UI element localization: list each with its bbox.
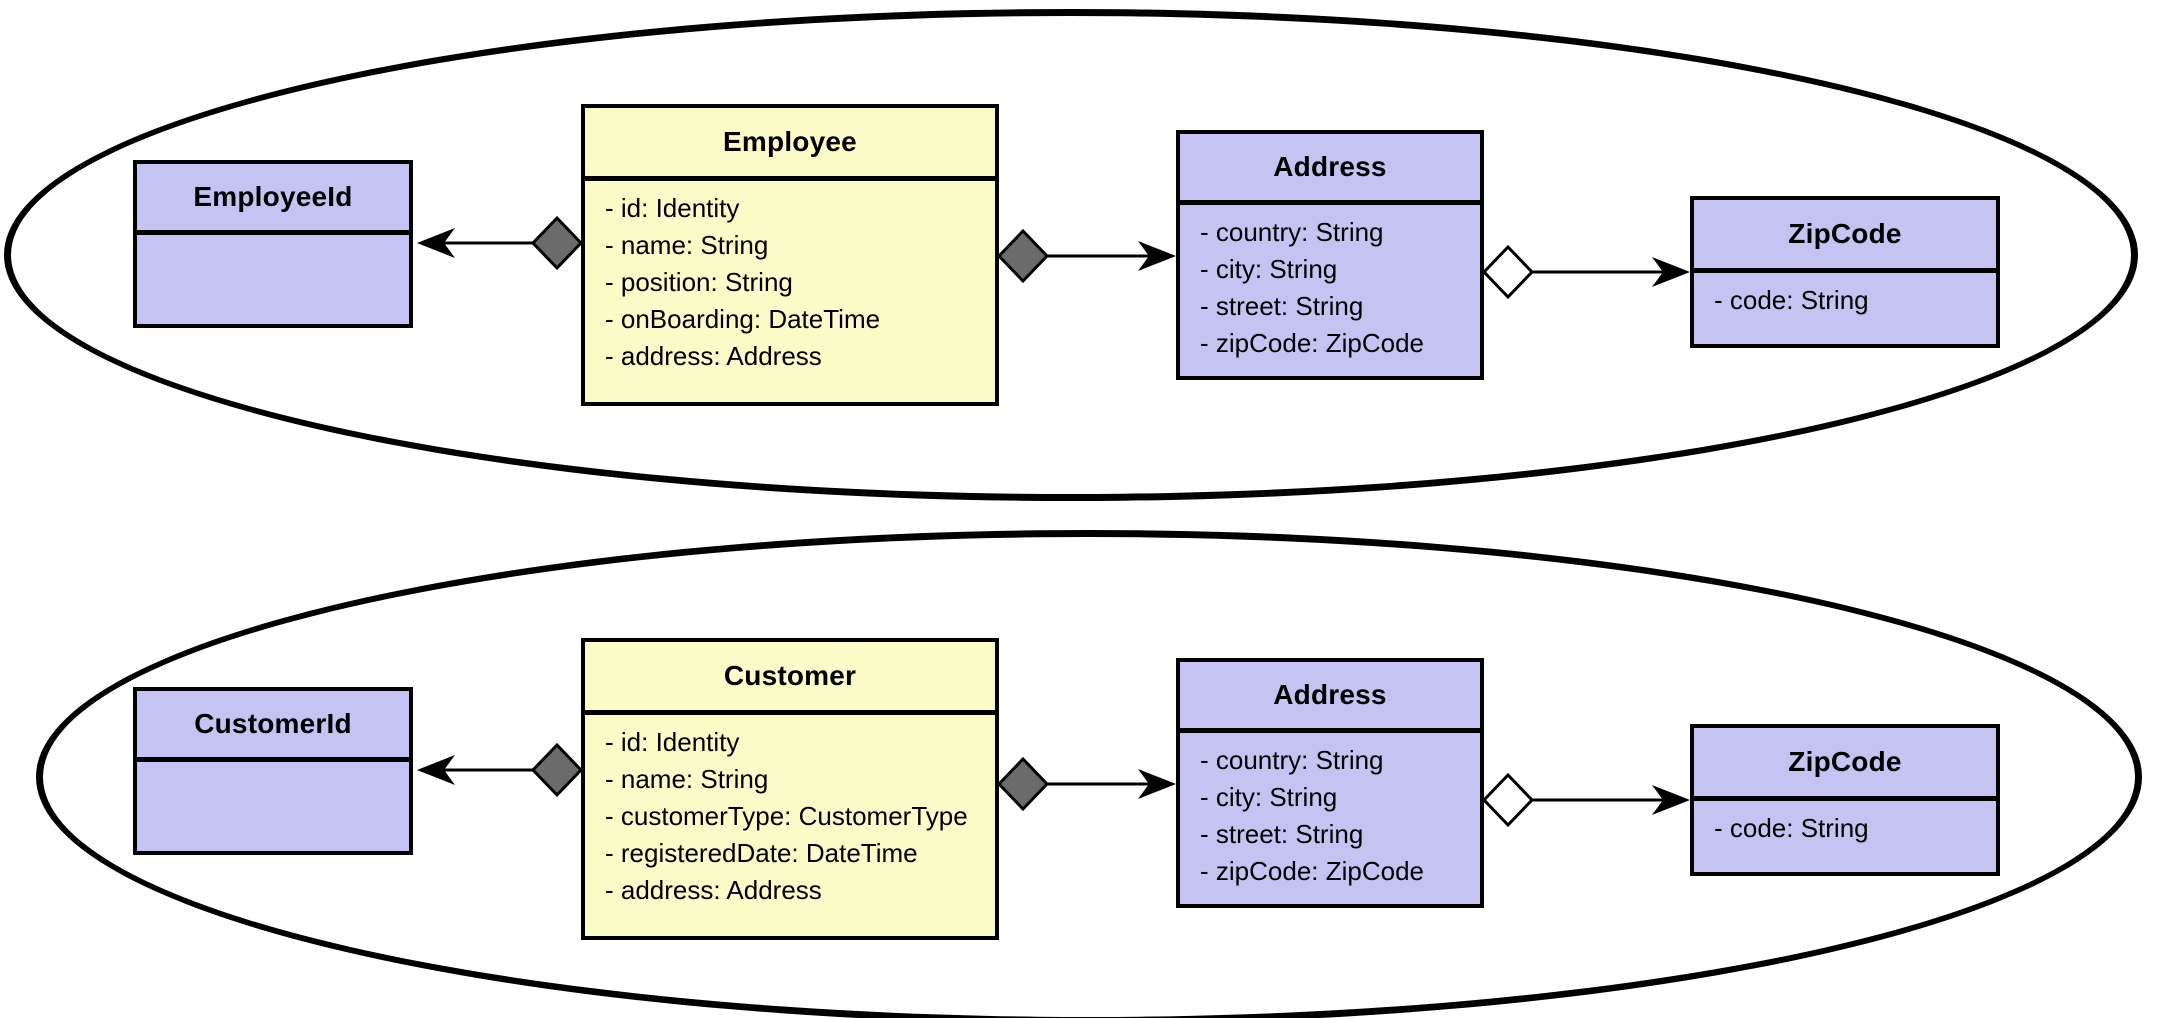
class-box-zipcode-2: ZipCode - code: String [1690, 724, 2000, 876]
class-attribute: - address: Address [605, 341, 822, 371]
class-box-zipcode: ZipCode - code: String [1690, 196, 2000, 348]
class-attribute: - name: String [605, 764, 769, 794]
class-attribute: - zipCode: ZipCode [1200, 328, 1424, 358]
class-attribute: - code: String [1714, 813, 1869, 843]
class-attribute: - registeredDate: DateTime [605, 838, 918, 868]
class-attribute: - name: String [605, 230, 769, 260]
class-attribute: - customerType: CustomerType [605, 801, 968, 831]
class-attribute: - city: String [1200, 782, 1338, 812]
class-title: Address [1180, 134, 1480, 205]
class-box-customerid: CustomerId [133, 687, 413, 855]
class-title: Address [1180, 662, 1480, 733]
class-attribute: - country: String [1200, 217, 1384, 247]
class-attribute: - position: String [605, 267, 793, 297]
class-box-address-2: Address - country: String - city: String… [1176, 658, 1484, 908]
class-attribute: - street: String [1200, 291, 1364, 321]
class-attribute: - code: String [1714, 285, 1869, 315]
employee-aggregate-boundary [4, 9, 2138, 501]
class-attributes: - country: String - city: String - stree… [1180, 205, 1480, 376]
class-attribute: - country: String [1200, 745, 1384, 775]
class-title: ZipCode [1694, 728, 1996, 801]
class-attributes: - code: String [1694, 801, 1996, 872]
class-attribute: - zipCode: ZipCode [1200, 856, 1424, 886]
class-attributes: - country: String - city: String - stree… [1180, 733, 1480, 904]
class-attributes [137, 235, 409, 324]
class-attribute: - onBoarding: DateTime [605, 304, 881, 334]
class-attribute: - address: Address [605, 875, 822, 905]
class-attribute: - id: Identity [605, 727, 740, 757]
class-attributes: - code: String [1694, 273, 1996, 344]
class-attributes: - id: Identity - name: String - position… [585, 181, 995, 402]
class-title: Employee [585, 108, 995, 181]
class-title: CustomerId [137, 691, 409, 762]
class-title: ZipCode [1694, 200, 1996, 273]
class-attributes [137, 762, 409, 851]
class-attribute: - id: Identity [605, 193, 740, 223]
class-attribute: - city: String [1200, 254, 1338, 284]
class-attributes: - id: Identity - name: String - customer… [585, 715, 995, 936]
class-attribute: - street: String [1200, 819, 1364, 849]
class-box-employee: Employee - id: Identity - name: String -… [581, 104, 999, 406]
class-title: Customer [585, 642, 995, 715]
class-box-customer: Customer - id: Identity - name: String -… [581, 638, 999, 940]
class-box-employeeid: EmployeeId [133, 160, 413, 328]
class-box-address: Address - country: String - city: String… [1176, 130, 1484, 380]
class-title: EmployeeId [137, 164, 409, 235]
